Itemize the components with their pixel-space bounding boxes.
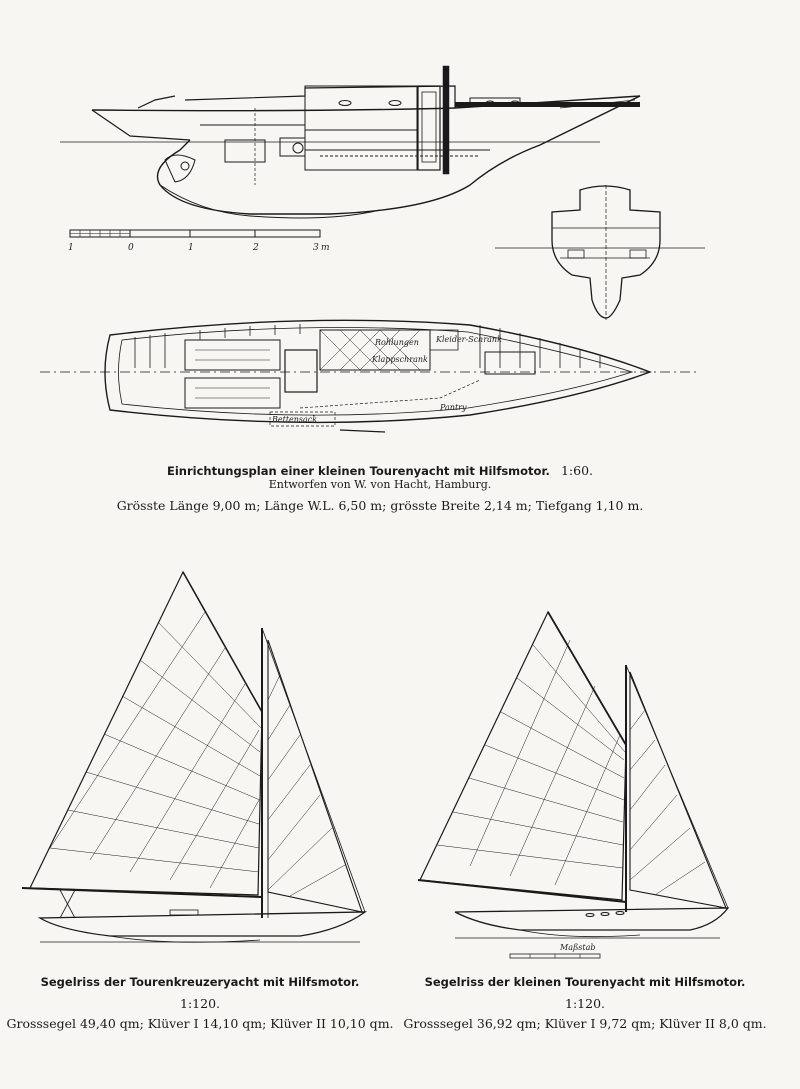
top-caption-dimensions: Grösste Länge 9,00 m; Länge W.L. 6,50 m;… [116,498,644,513]
right-scale-label: Maßstab [559,943,596,952]
scale-unit: m [321,243,330,253]
top-caption-title-row: Einrichtungsplan einer kleinen Tourenyac… [0,460,760,479]
right-caption-scale: 1:120. [565,996,605,1011]
sail-plan-cruiser [21,570,368,943]
scale-num-4: 3 [313,243,319,253]
left-caption-title: Segelriss der Tourenkreuzeryacht mit Hil… [40,975,360,989]
left-caption-sails: Grosssegel 49,40 qm; Klüver I 14,10 qm; … [6,1016,394,1031]
right-caption-sails: Grosssegel 36,92 qm; Klüver I 9,72 qm; K… [403,1016,767,1031]
sail-plan-small-yacht [417,610,730,959]
top-caption-scale: 1:60. [560,463,593,478]
hull-cross-section [495,185,705,320]
left-caption-scale: 1:120. [180,996,220,1011]
scale-num-0: 1 [68,243,74,253]
top-caption-designer: Entworfen von W. von Hacht, Hamburg. [268,478,492,491]
label-rohlungen: Rohlungen [374,338,419,347]
hull-plan-view [40,319,700,433]
right-caption-title: Segelriss der kleinen Tourenyacht mit Hi… [424,975,746,989]
label-klappschrank: Klappschrank [371,355,428,364]
top-caption-title: Einrichtungsplan einer kleinen Tourenyac… [166,464,550,478]
scale-num-2: 1 [188,243,194,253]
scale-bar [69,229,321,238]
hull-side-profile [60,65,641,219]
scale-num-1: 0 [128,243,134,253]
label-bettensack: Bettensack [271,415,317,424]
scale-num-3: 2 [252,243,259,253]
label-pantry: Pantry [439,403,467,412]
label-kleiderschrank: Kleider-Schrank [435,335,502,344]
